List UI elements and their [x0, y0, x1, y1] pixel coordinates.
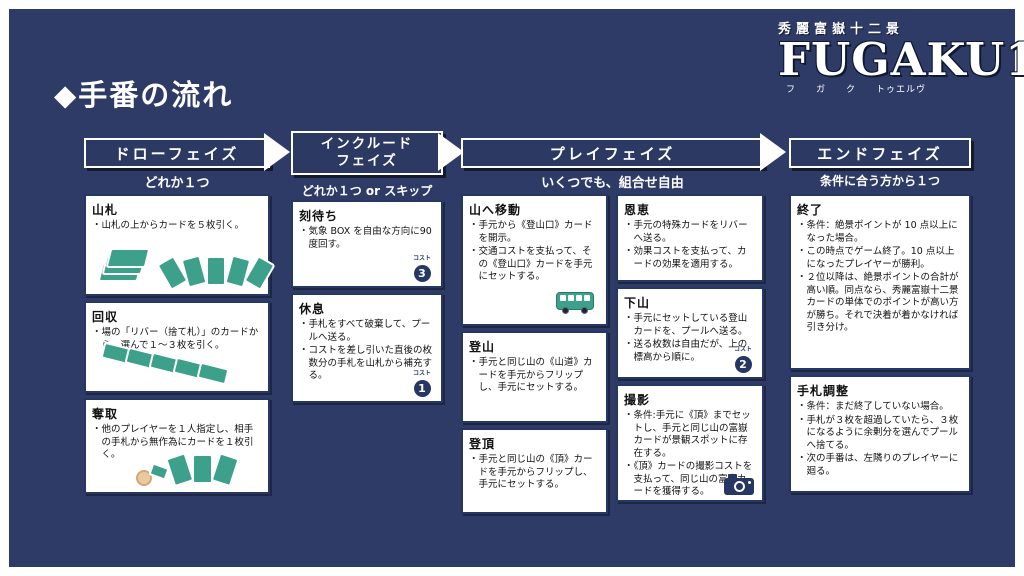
- card-title: 恩恵: [624, 203, 651, 217]
- cost-badge: コスト 3: [409, 253, 435, 282]
- card-dasshu: 奪取 ・他のプレイヤーを１人指定し、相手の手札から無作為にカードを１枚引く。: [84, 398, 270, 494]
- card-title: 休息: [299, 302, 326, 316]
- bus-icon: [556, 292, 594, 314]
- card-yama-idou: 山へ移動 ・手元から《登山口》カードを開示。 ・交通コストを支払って、その《登山…: [461, 194, 608, 326]
- cost-value: 1: [413, 380, 431, 397]
- phase-subtitle-draw: どれか１つ: [144, 176, 210, 191]
- card-tefuda-chousei: 手札調整 ・条件：まだ終了していない場合。 ・手札が３枚を超過していたら、３枚に…: [789, 375, 971, 493]
- card-text: ・交通コストを支払って、その《登山口》カードを手元にセットする。: [469, 246, 593, 283]
- card-text: ・他のプレイヤーを１人指定し、相手の手札から無作為にカードを１枚引く。: [92, 424, 254, 461]
- page-title: ◆手番の流れ: [54, 78, 234, 112]
- cost-value: 2: [734, 356, 752, 373]
- card-title: 登頂: [469, 437, 496, 451]
- card-text: ・条件:手元に《頂》までセットし、手元と同じ山の富嶽カードが景観スポットに存在す…: [624, 410, 751, 459]
- cost-label: コスト: [733, 346, 752, 353]
- card-text: ・送る枚数は自由だが、上の標高から順に。: [624, 339, 748, 363]
- card-text: ・手元の特殊カードをリバーへ送る。: [624, 220, 748, 244]
- card-title: 下山: [624, 296, 651, 310]
- card-onkei: 恩恵 ・手元の特殊カードをリバーへ送る。 ・効果コストを支払って、カードの効果を…: [616, 194, 764, 282]
- phase-subtitle-end: 条件に合う方から１つ: [819, 174, 940, 188]
- phase-header-play: プレイフェイズ: [461, 138, 764, 168]
- card-text: ・次の手番は、左隣りのプレイヤーに廻る。: [797, 453, 959, 477]
- card-text: ・《頂》カードの撮影コストを支払って、同じ山の富嶽カードを獲得する。: [624, 461, 753, 498]
- phase-header-draw: ドローフェイズ: [84, 138, 270, 168]
- card-title: 終了: [797, 203, 824, 217]
- card-title: 奪取: [92, 407, 119, 421]
- card-text: ・手札をすべて破棄して、プールへ送る。: [299, 319, 431, 343]
- card-text: ・手元と同じ山の《頂》カードを手元からフリップし、手元にセットする。: [469, 454, 593, 491]
- fan-card-icon: [192, 454, 213, 484]
- logo-wordmark: FUGAKU12: [778, 33, 1024, 86]
- card-kyusoku: 休息 ・手札をすべて破棄して、プールへ送る。 ・コストを差し引いた直後の枚数分の…: [291, 293, 443, 403]
- fan-card-icon: [165, 452, 195, 488]
- cost-badge: コスト 1: [409, 368, 435, 397]
- card-title: 刻待ち: [299, 209, 339, 223]
- fan-card-icon: [210, 452, 240, 488]
- cascade-card-icon: [196, 361, 230, 386]
- cascade-cards-illustration: [100, 341, 252, 387]
- fan-card-icon: [180, 254, 208, 289]
- card-yamafuda: 山札 ・山札の上からカードを５枚引く。: [84, 194, 276, 296]
- phase-subtitle-play: いくつでも、組合せ自由: [541, 176, 684, 191]
- hand-icon: [136, 470, 152, 486]
- phase-header-include: インクルード フェイズ: [291, 131, 443, 175]
- card-title: 山へ移動: [469, 203, 522, 217]
- logo-ruby: フ ガ ク トゥエルヴ: [786, 84, 927, 95]
- card-title: 回収: [92, 310, 119, 324]
- cost-label: コスト: [412, 255, 431, 262]
- deck-card-icon: [105, 248, 151, 268]
- card-title: 撮影: [624, 393, 651, 407]
- card-text: ・効果コストを支払って、カードの効果を適用する。: [624, 246, 747, 270]
- card-satsuei: 撮影 ・条件:手元に《頂》までセットし、手元と同じ山の富嶽カードが景観スポットに…: [616, 384, 764, 502]
- card-title: 登山: [469, 340, 496, 354]
- steal-card-illustration: [108, 444, 242, 488]
- card-text: ・条件：絶景ポイントが 10 点以上になった場合。: [797, 220, 958, 244]
- card-text: ・場の「リバー（捨て札）」のカードから、選んで１～３枚を引く。: [92, 327, 259, 351]
- phase-header-end: エンドフェイズ: [789, 138, 971, 168]
- card-text: ・手元から《登山口》カードを開示。: [469, 220, 593, 244]
- deck-and-fan-illustration: [96, 240, 276, 291]
- card-tozan: 登山 ・手元と同じ山の《山道》カードを手元からフリップし、手元にセットする。: [461, 331, 608, 423]
- card-gezan: 下山 ・手元にセットしている登山カードを、プールへ送る。 ・送る枚数は自由だが、…: [616, 287, 764, 379]
- card-tokimachi: 刻待ち ・気象 BOX を自由な方向に90度回す。 コスト 3: [291, 200, 443, 288]
- phase-subtitle-include: どれか１つ or スキップ: [301, 184, 433, 198]
- logo-subtitle: 秀麗富嶽十二景: [778, 22, 905, 37]
- card-text: ・山札の上からカードを５枚引く。: [92, 220, 245, 231]
- card-text: ・２位以降は、絶景ポイントの合計が高い順。同点なら、秀麗富嶽十二景カードの単体で…: [797, 272, 959, 334]
- card-text: ・この時点でゲーム終了。10 点以上になったプレイヤーが勝利。: [797, 246, 955, 270]
- fan-card-icon: [206, 256, 226, 286]
- card-shuuryou: 終了 ・条件：絶景ポイントが 10 点以上になった場合。 ・この時点でゲーム終了…: [789, 194, 971, 370]
- camera-icon: [724, 474, 754, 495]
- card-title: 手札調整: [797, 384, 850, 398]
- card-text: ・手元と同じ山の《山道》カードを手元からフリップし、手元にセットする。: [469, 357, 593, 394]
- card-text: ・コストを差し引いた直後の枚数分の手札を山札から補充する。: [299, 345, 433, 382]
- cost-badge: コスト 2: [730, 344, 756, 373]
- card-text: ・手札が３枚を超過していたら、３枚になるように余剰分を選んでプールへ捨てる。: [797, 414, 959, 451]
- card-text: ・条件：まだ終了していない場合。: [797, 401, 949, 412]
- logo: 秀麗富嶽十二景 FUGAKU12 フ ガ ク トゥエルヴ: [778, 18, 1024, 95]
- cost-label: コスト: [412, 370, 431, 377]
- card-text: ・手元にセットしている登山カードを、プールへ送る。: [624, 313, 748, 337]
- cost-value: 3: [413, 265, 431, 282]
- card-kaishu: 回収 ・場の「リバー（捨て札）」のカードから、選んで１～３枚を引く。: [84, 301, 270, 393]
- card-title: 山札: [92, 203, 119, 217]
- card-touchou: 登頂 ・手元と同じ山の《頂》カードを手元からフリップし、手元にセットする。: [461, 428, 608, 514]
- card-text: ・気象 BOX を自由な方向に90度回す。: [299, 226, 432, 250]
